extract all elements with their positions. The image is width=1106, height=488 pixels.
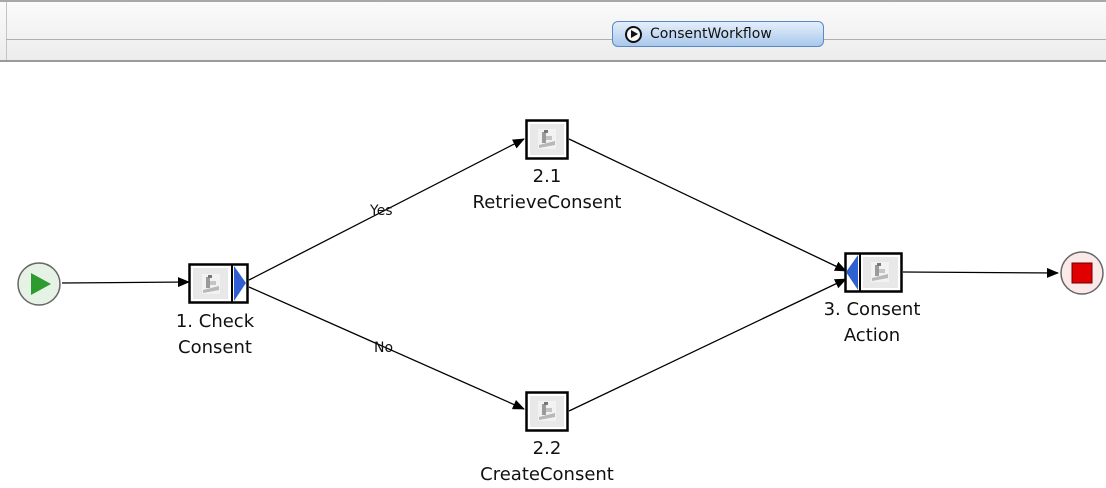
split-port-icon (234, 266, 246, 301)
label-check-consent: 1. Check Consent (163, 309, 267, 361)
edge-check-to-create (248, 286, 525, 410)
edge-label-yes: Yes (370, 203, 393, 219)
task-icon (538, 129, 556, 149)
start-event[interactable] (17, 262, 61, 306)
task-icon (871, 262, 889, 282)
label-retrieve-consent: 2.1 RetrieveConsent (452, 164, 642, 216)
label-line2: Consent (178, 337, 252, 358)
label-line1: 2.2 (532, 438, 562, 459)
edge-label-no: No (374, 340, 394, 356)
label-consent-action: 3. Consent Action (800, 297, 944, 349)
label-line1: 2.1 (532, 166, 562, 187)
label-create-consent: 2.2 CreateConsent (452, 436, 642, 488)
label-line2: RetrieveConsent (472, 192, 622, 213)
task-icon (202, 274, 220, 294)
task-retrieve-consent[interactable] (525, 119, 569, 160)
label-line1: 1. Check (175, 311, 255, 332)
edge-create-to-action (568, 278, 847, 412)
diagram-toolbar: ConsentWorkflow (0, 0, 1106, 62)
edge-check-to-retrieve (248, 138, 525, 281)
task-check-consent[interactable] (188, 263, 249, 304)
label-line2: Action (843, 325, 901, 346)
play-icon (31, 273, 51, 295)
edge-start-to-check (61, 277, 190, 288)
task-create-consent[interactable] (525, 391, 569, 432)
edge-action-to-end (902, 267, 1059, 278)
label-line2: CreateConsent (480, 464, 614, 485)
stop-icon (1071, 262, 1093, 284)
task-consent-action[interactable] (844, 252, 903, 293)
label-line1: 3. Consent (823, 299, 921, 320)
toolbar-divider (6, 39, 1106, 40)
task-icon (538, 401, 556, 421)
workflow-title-button[interactable]: ConsentWorkflow (612, 21, 824, 47)
toolbar-bottom-border (0, 60, 1106, 62)
play-icon (625, 25, 642, 43)
toolbar-edge (6, 2, 7, 60)
join-port-icon (846, 255, 858, 290)
edge-retrieve-to-action (568, 138, 847, 272)
end-event[interactable] (1060, 251, 1104, 295)
workflow-title: ConsentWorkflow (650, 26, 772, 42)
